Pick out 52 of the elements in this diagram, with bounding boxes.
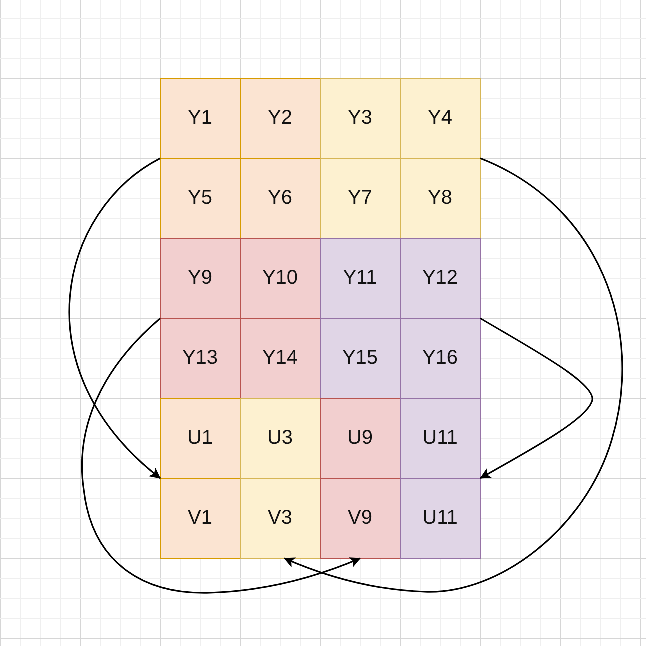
cell-label: Y11 bbox=[343, 268, 378, 288]
cell-label: Y12 bbox=[422, 268, 458, 288]
cell-label: Y14 bbox=[262, 348, 298, 368]
cell-label: Y5 bbox=[188, 188, 212, 208]
grid-cell bbox=[240, 318, 321, 399]
cell-label: V3 bbox=[268, 508, 292, 528]
cell-label: Y6 bbox=[268, 188, 292, 208]
cell-label: Y8 bbox=[428, 188, 452, 208]
grid-cell bbox=[400, 318, 481, 399]
grid-cell bbox=[400, 478, 481, 559]
grid-cell bbox=[160, 318, 241, 399]
cell-label: Y2 bbox=[268, 108, 292, 128]
cell-label: Y3 bbox=[348, 108, 372, 128]
curved-arrow bbox=[284, 158, 623, 593]
grid-cell bbox=[320, 238, 401, 319]
grid-cell bbox=[160, 478, 241, 559]
cell-label: V9 bbox=[348, 508, 372, 528]
cell-label: U3 bbox=[267, 428, 294, 448]
cell-label: Y1 bbox=[188, 108, 212, 128]
grid-cell bbox=[400, 398, 481, 479]
grid-cell bbox=[240, 478, 321, 559]
curved-arrow bbox=[69, 158, 162, 480]
cell-label: Y4 bbox=[428, 108, 452, 128]
grid-cell bbox=[320, 318, 401, 399]
grid-cell bbox=[400, 158, 481, 239]
cell-label: U11 bbox=[422, 508, 458, 528]
grid-cell bbox=[160, 398, 241, 479]
grid-cell bbox=[320, 478, 401, 559]
grid-cell bbox=[320, 78, 401, 159]
cell-label: Y9 bbox=[188, 268, 212, 288]
grid-cell bbox=[160, 78, 241, 159]
grid-cell bbox=[320, 158, 401, 239]
cell-label: V1 bbox=[188, 508, 212, 528]
grid-cell bbox=[400, 238, 481, 319]
cell-label: Y10 bbox=[262, 268, 298, 288]
grid-cell bbox=[240, 158, 321, 239]
cell-label: U9 bbox=[347, 428, 374, 448]
cell-label: U11 bbox=[422, 428, 458, 448]
cell-label: Y7 bbox=[348, 188, 372, 208]
cell-label: Y13 bbox=[182, 348, 218, 368]
grid-cell bbox=[320, 398, 401, 479]
cell-label: U1 bbox=[187, 428, 214, 448]
grid-cell bbox=[240, 78, 321, 159]
cell-label: Y15 bbox=[342, 348, 378, 368]
grid-cell bbox=[160, 238, 241, 319]
curved-arrow bbox=[480, 318, 594, 480]
grid-cell bbox=[240, 398, 321, 479]
grid-cell bbox=[160, 158, 241, 239]
curved-arrow bbox=[82, 318, 361, 594]
cell-label: Y16 bbox=[422, 348, 458, 368]
grid-cell bbox=[240, 238, 321, 319]
grid-cell bbox=[400, 78, 481, 159]
